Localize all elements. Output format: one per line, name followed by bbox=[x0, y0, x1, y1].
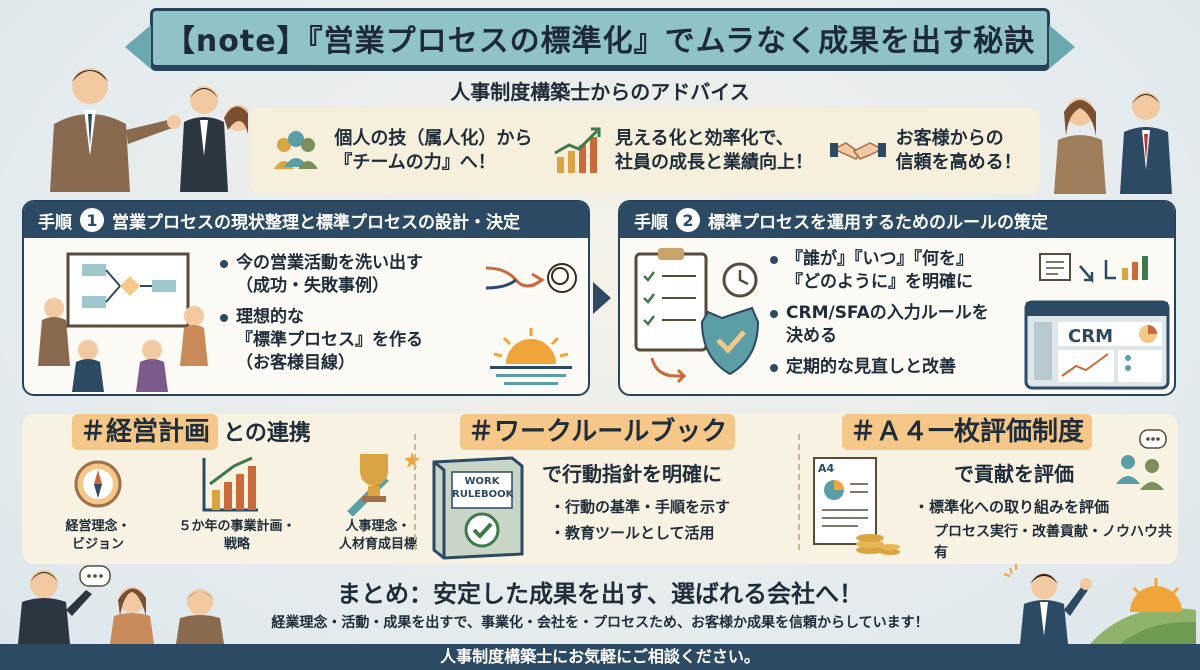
trophy-icon bbox=[347, 452, 420, 516]
section-bullet: ・教育ツールとして活用 bbox=[550, 524, 715, 542]
bullet-item: 今の営業活動を洗い出す （成功・失敗事例） bbox=[220, 252, 423, 298]
page-title: 【note】『営業プロセスの標準化』でムラなく成果を出す秘訣 bbox=[164, 24, 1036, 59]
growth-chart-icon bbox=[554, 127, 601, 173]
footer-banner: 人事制度構築士にお気軽にご相談ください。 bbox=[0, 644, 1200, 670]
step-label: 手順 bbox=[38, 212, 72, 233]
people-feedback-icon bbox=[1116, 429, 1167, 490]
benefit-text: 見える化と効率化で、 社員の成長と業績向上！ bbox=[614, 127, 813, 173]
crm-dashboard-icon bbox=[1024, 253, 1170, 390]
presenter-illustration bbox=[50, 68, 248, 192]
rulebook-label: WORK RULEBOOK bbox=[452, 476, 514, 500]
bullet-item: 理想的な 『標準プロセス』を作る （お客様目線） bbox=[220, 306, 423, 375]
section-bullet: ・標準化への取り組みを評価 bbox=[914, 498, 1110, 516]
divider bbox=[798, 434, 800, 550]
step-label: 手順 bbox=[634, 212, 668, 233]
step-number: 1 bbox=[80, 208, 104, 232]
step-title: 営業プロセスの現状整理と標準プロセスの設計・決定 bbox=[112, 212, 520, 233]
bullet-item: 定期的な見直しと改善 bbox=[770, 356, 989, 379]
sunrise-icon bbox=[490, 328, 572, 385]
page-subtitle: 人事制度構築士からのアドバイス bbox=[450, 80, 750, 104]
benefit-item: 個人の技（属人化）から 『チームの力』へ！ bbox=[268, 123, 532, 179]
tangle-to-flow-icon bbox=[485, 263, 577, 293]
bullet-item: 『誰が』『いつ』『何を』 『どのように』を明確に bbox=[770, 248, 989, 294]
section-title: ＃ワークルールブック bbox=[460, 414, 736, 450]
section-bullet: ・行動の基準・手順を示す bbox=[550, 498, 731, 516]
step-2-panel: 手順 2 標準プロセスを運用するためのルールの策定 『誰が』『いつ』『何を』 『… bbox=[618, 200, 1176, 396]
step-2-header: 手順 2 標準プロセスを運用するためのルールの策定 bbox=[620, 202, 1174, 238]
evaluation-sheet-icon bbox=[813, 457, 900, 555]
benefit-text: お客様からの 信頼を高める！ bbox=[895, 127, 1022, 173]
step-2-bullets: 『誰が』『いつ』『何を』 『どのように』を明確に CRM/SFAの入力ルールを … bbox=[770, 248, 989, 387]
bullet-item: CRM/SFAの入力ルールを 決める bbox=[770, 302, 989, 348]
summary-title: まとめ：安定した成果を出す、選ばれる会社へ！ bbox=[336, 580, 864, 608]
section-bullet: プロセス実行・改善貢献・ノウハウ共有 bbox=[934, 524, 1172, 561]
caption: 人事理念・ 人材育成目標 bbox=[338, 519, 417, 552]
checklist-shield-icon bbox=[634, 248, 760, 384]
team-icon bbox=[274, 131, 319, 169]
step-1-bullets: 今の営業活動を洗い出す （成功・失敗事例） 理想的な 『標準プロセス』を作る （… bbox=[220, 252, 423, 383]
practices-section: ＃経営計画 との連携 経営理念・ ビジョン ５か年の事業計画・ 戦略 人事理念・… bbox=[22, 414, 1178, 564]
crm-label: CRM bbox=[1068, 326, 1113, 347]
business-plan-chart-icon bbox=[202, 456, 258, 512]
compass-icon bbox=[74, 460, 122, 508]
title-banner: 【note】『営業プロセスの標準化』でムラなく成果を出す秘訣 bbox=[125, 8, 1075, 69]
next-step-arrow bbox=[593, 282, 611, 314]
step-1-header: 手順 1 営業プロセスの現状整理と標準プロセスの設計・決定 bbox=[24, 202, 588, 238]
section-title: ＃経営計画 bbox=[72, 414, 219, 450]
team-illustration bbox=[1054, 92, 1172, 194]
benefit-item: 見える化と効率化で、 社員の成長と業績向上！ bbox=[549, 123, 813, 179]
management-plan-section: ＃経営計画 との連携 経営理念・ ビジョン ５か年の事業計画・ 戦略 人事理念・… bbox=[65, 414, 432, 564]
celebrating-leader-illustration bbox=[1003, 564, 1196, 644]
caption: 経営理念・ ビジョン bbox=[65, 519, 131, 552]
handshake-icon bbox=[829, 142, 886, 160]
divider bbox=[414, 434, 416, 550]
rulebook-icon bbox=[432, 456, 524, 560]
step-title: 標準プロセスを運用するためのルールの策定 bbox=[708, 212, 1048, 233]
caption: ５か年の事業計画・ 戦略 bbox=[178, 519, 296, 552]
work-rulebook-section: ＃ワークルールブック WORK RULEBOOK で行動指針を明確に ・行動の基… bbox=[426, 414, 796, 564]
meeting-illustration bbox=[38, 252, 208, 392]
section-title: ＃Ａ４一枚評価制度 bbox=[842, 414, 1093, 450]
benefits-bar: 個人の技（属人化）から 『チームの力』へ！ 見える化と効率化で、 社員の成長と業… bbox=[250, 108, 1040, 194]
step-1-panel: 手順 1 営業プロセスの現状整理と標準プロセスの設計・決定 今の営業活動を洗い出… bbox=[22, 200, 590, 396]
summary-text: 経業理念・活動・成果を出すで、事業化・会社を・プロセスため、お客様か成果を信頼か… bbox=[271, 615, 929, 631]
step-number: 2 bbox=[676, 208, 700, 232]
section-subline: で行動指針を明確に bbox=[542, 462, 722, 486]
section-subline: で貢献を評価 bbox=[954, 462, 1074, 486]
benefit-item: お客様からの 信頼を高める！ bbox=[829, 123, 1022, 179]
benefit-text: 個人の技（属人化）から 『チームの力』へ！ bbox=[334, 127, 533, 173]
section-title-suffix: との連携 bbox=[223, 421, 311, 446]
a4-label: A4 bbox=[818, 462, 835, 475]
a4-evaluation-section: ＃Ａ４一枚評価制度 A4 で貢献を評価 ・標準化への取り組みを評価 プロセス実行… bbox=[808, 414, 1178, 564]
team-bottom-illustration bbox=[18, 565, 224, 644]
